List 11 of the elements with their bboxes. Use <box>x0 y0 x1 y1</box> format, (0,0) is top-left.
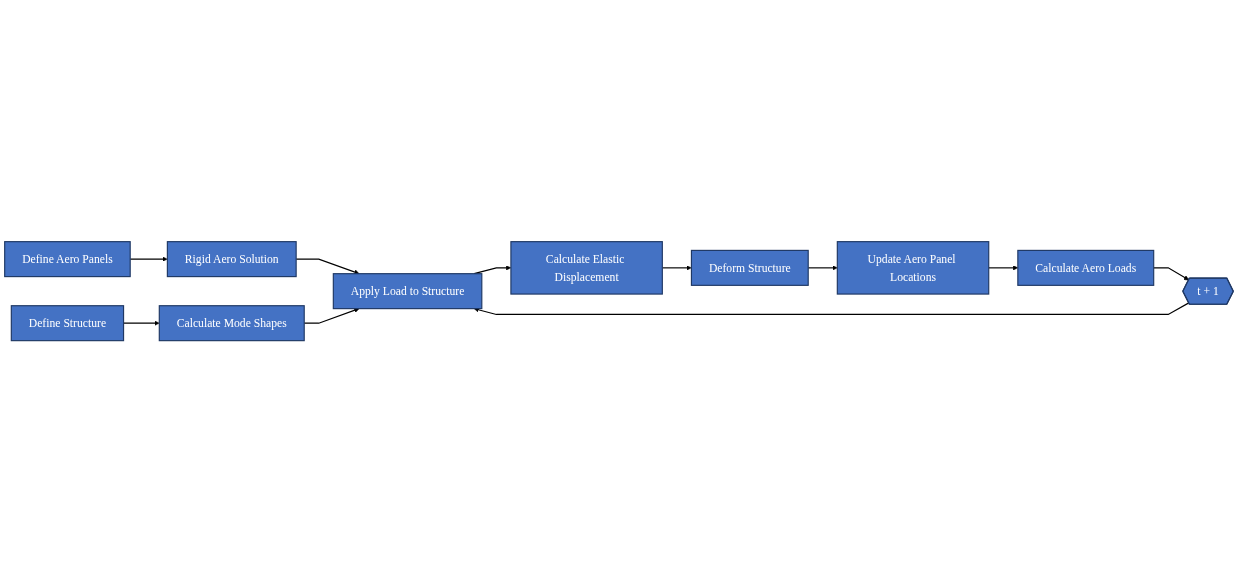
arrow <box>473 302 1190 315</box>
arrow <box>1153 267 1190 281</box>
node-box: Apply Load to Structure <box>332 272 483 310</box>
node-box: Calculate Aero Loads <box>1017 249 1155 286</box>
node-box: Calculate Mode Shapes <box>158 305 305 342</box>
node-box: Rigid Aero Solution <box>166 240 297 277</box>
node-box: Define Aero Panels <box>4 240 131 277</box>
node-box: Define Structure <box>10 305 125 342</box>
node-box: Deform Structure <box>690 249 809 286</box>
node-box: Update Aero Panel Locations <box>836 240 990 295</box>
node-box: Calculate Elastic Displacement <box>510 240 663 295</box>
